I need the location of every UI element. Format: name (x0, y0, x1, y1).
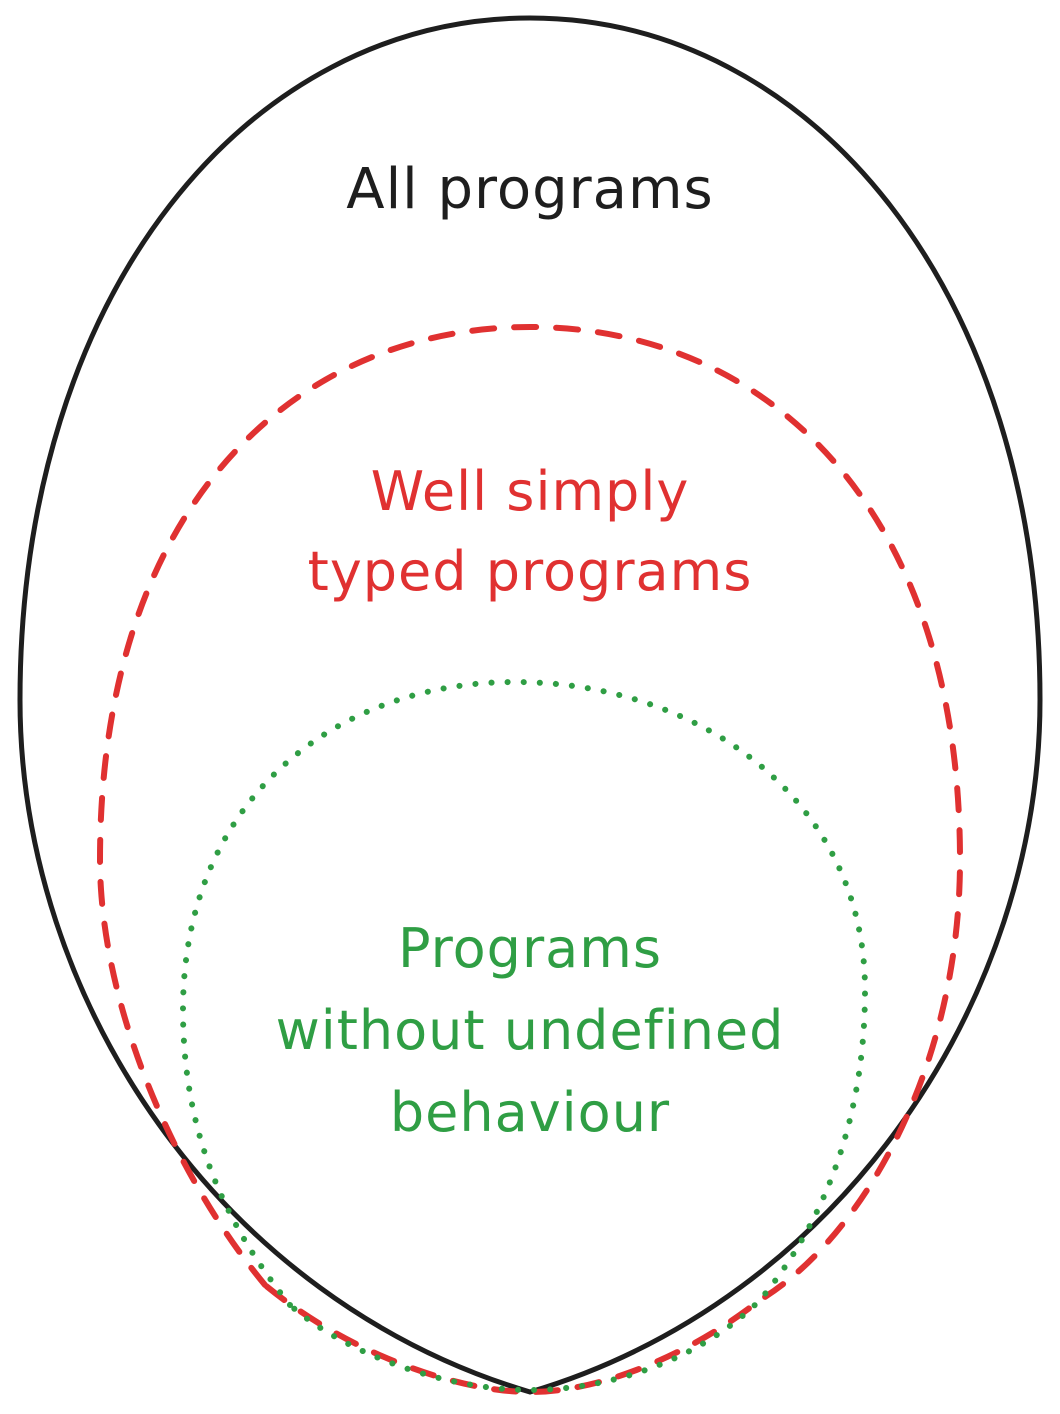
well-typed-label-line-2: typed programs (307, 540, 753, 603)
no-ub-label-line-1: Programs (398, 917, 662, 980)
well-typed-label-line-1: Well simply (370, 460, 690, 523)
well-typed-boundary (96, 323, 964, 1396)
all-programs-label: All programs (346, 157, 714, 222)
no-ub-label-line-2: without undefined (275, 999, 785, 1062)
no-ub-label-line-3: behaviour (389, 1081, 671, 1144)
no-undefined-behaviour-boundary (179, 678, 869, 1394)
all-programs-boundary (17, 15, 1043, 1395)
